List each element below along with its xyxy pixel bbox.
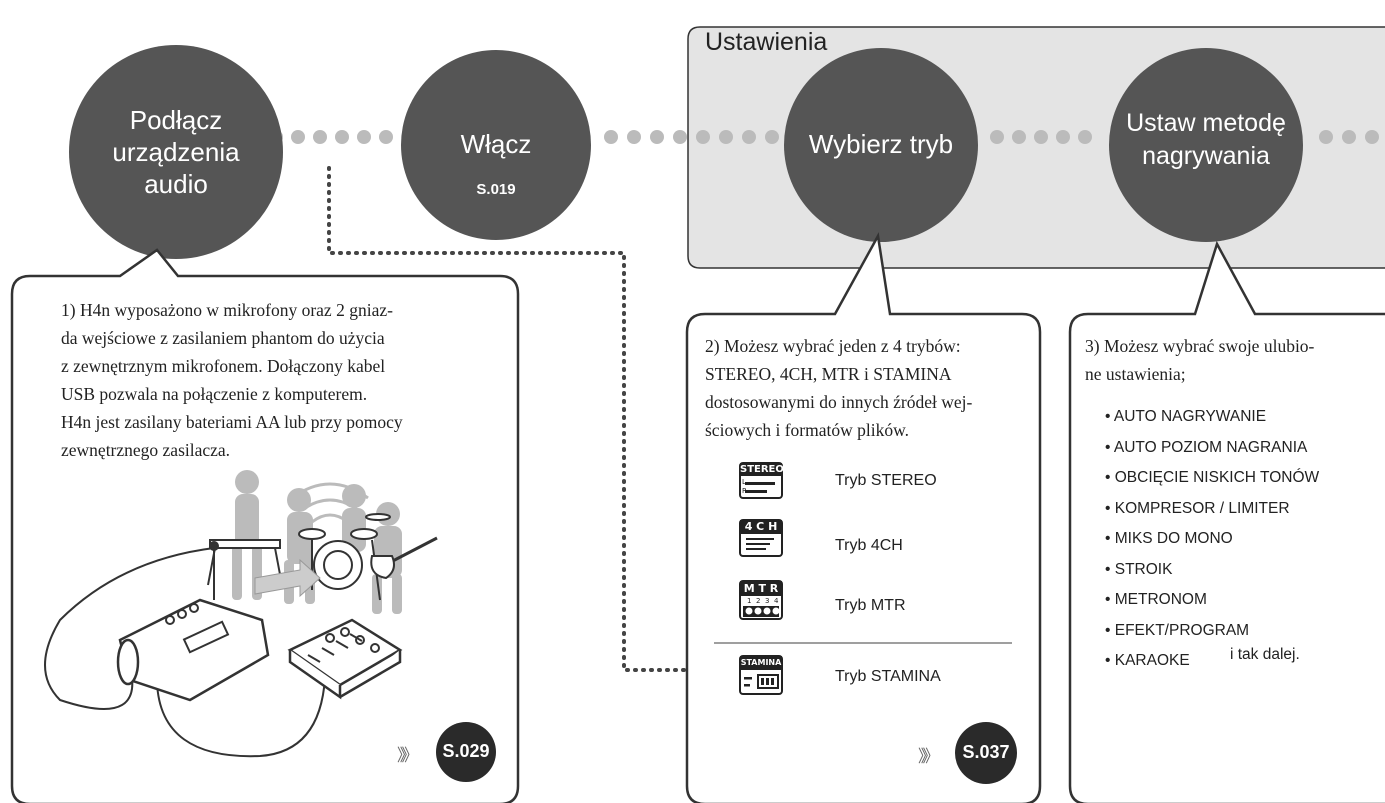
- mode-icon-stamina: [739, 655, 783, 695]
- ref-arrow-2: 》》: [918, 747, 939, 767]
- list-item: • AUTO POZIOM NAGRANIA: [1105, 438, 1308, 456]
- step-power-page: S.019: [476, 181, 516, 198]
- list-item: • STROIK: [1105, 560, 1173, 578]
- mode-label-stamina: Tryb STAMINA: [835, 668, 941, 685]
- stereo-icon-r: R: [742, 487, 747, 495]
- mode-icon-stereo-text: STEREO: [740, 464, 784, 475]
- list-item: • OBCIĘCIE NISKICH TONÓW: [1105, 469, 1320, 486]
- mode-icon-4ch-text: 4 C H: [744, 520, 778, 533]
- step-method-circle: [1109, 48, 1303, 242]
- step-connect-circle: [69, 45, 283, 259]
- list-item: • AUTO NAGRYWANIE: [1105, 408, 1267, 425]
- step-mode-circle: [784, 48, 978, 242]
- step-power-circle: [401, 50, 591, 240]
- settings-options-list: • AUTO NAGRYWANIE • AUTO POZIOM NAGRANIA…: [1105, 402, 1385, 677]
- callout-2-text: 2) Możesz wybrać jeden z 4 trybów: STERE…: [705, 336, 973, 440]
- mode-icon-mtr: [739, 580, 783, 620]
- mode-icon-stereo: [739, 462, 783, 499]
- mode-icon-stamina-text: STAMINA: [740, 658, 782, 667]
- stereo-icon-l: L: [742, 478, 746, 486]
- mode-label-stereo: Tryb STEREO: [835, 472, 937, 489]
- callout-3-text: 3) Możesz wybrać swoje ulubio- ne ustawi…: [1085, 336, 1315, 384]
- list-item: • KOMPRESOR / LIMITER: [1105, 499, 1290, 517]
- ref-circle-1: [436, 722, 496, 782]
- callout-1-text: 1) H4n wyposażono w mikrofony oraz 2 gni…: [61, 300, 403, 460]
- step-power-label: Włącz: [460, 129, 532, 159]
- list-item: • METRONOM: [1105, 591, 1207, 608]
- dot-chain: [269, 130, 1379, 144]
- ref-circle-2: [955, 722, 1017, 784]
- mode-icon-mtr-text: M T R: [743, 582, 779, 595]
- ref-arrow-1: 》》: [397, 746, 418, 766]
- mode-label-mtr: Tryb MTR: [835, 597, 906, 614]
- step-connect-label: Podłącz urządzenia audio: [112, 105, 240, 199]
- mode-label-4ch: Tryb 4CH: [835, 537, 903, 554]
- callout-3-box: [1068, 240, 1385, 803]
- list-item: • KARAOKE: [1105, 652, 1190, 669]
- dotted-connector: [327, 166, 687, 672]
- settings-panel-title: Ustawienia: [705, 28, 828, 56]
- ref-page-1: S.029: [442, 741, 490, 761]
- mode-icon-4ch: [739, 519, 783, 557]
- band-recording-illustration: [44, 470, 438, 758]
- list-item: • EFEKT/PROGRAM: [1105, 621, 1250, 639]
- list-trailing-text: i tak dalej.: [1230, 646, 1300, 663]
- list-item: • MIKS DO MONO: [1105, 530, 1233, 547]
- ref-page-2: S.037: [962, 742, 1010, 762]
- step-mode-label: Wybierz tryb: [808, 129, 954, 159]
- step-method-label: Ustaw metodę nagrywania: [1126, 109, 1286, 170]
